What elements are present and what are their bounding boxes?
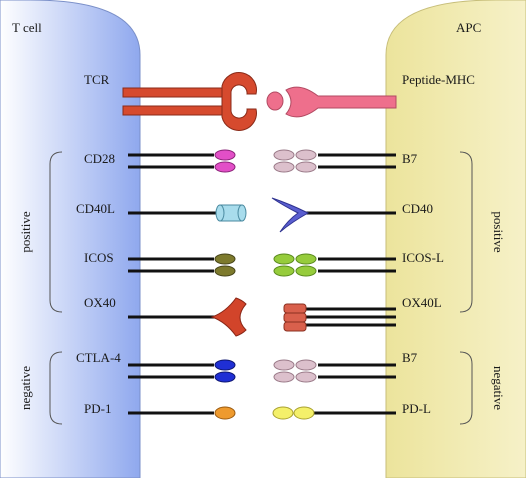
b7-negative-label: B7 <box>402 350 418 365</box>
b7-positive-stalk <box>318 153 396 169</box>
icos-l-stalk <box>318 257 396 273</box>
ox40l-ligand <box>283 303 307 332</box>
right-positive-label: positive <box>491 211 506 252</box>
pd-l-label: PD-L <box>402 401 431 416</box>
ctla4-stalk <box>128 363 214 379</box>
apc-label: APC <box>456 20 481 35</box>
pd1-receptor <box>214 406 236 420</box>
icos-stalk <box>128 257 214 273</box>
b7-positive-ligand <box>273 149 317 173</box>
ox40-label: OX40 <box>84 295 116 310</box>
cd40l-label: CD40L <box>76 201 115 216</box>
cd28-receptor <box>214 149 236 173</box>
left-positive-bracket <box>49 151 63 313</box>
peptide-mhc-ligand <box>266 86 397 118</box>
pd1-label: PD-1 <box>84 401 111 416</box>
cd40-label: CD40 <box>402 201 433 216</box>
ox40-receptor <box>210 297 247 337</box>
left-negative-bracket <box>49 351 63 425</box>
b7-positive-label: B7 <box>402 151 418 166</box>
tcr-label: TCR <box>84 72 110 87</box>
cd40-ligand <box>271 197 310 233</box>
cd28-stalk <box>128 153 214 169</box>
ctla4-label: CTLA-4 <box>76 350 121 365</box>
ctla4-receptor <box>214 359 236 383</box>
tcr-receptor <box>122 72 257 131</box>
ox40l-label: OX40L <box>402 295 442 310</box>
icos-label: ICOS <box>84 250 114 265</box>
icos-receptor <box>214 253 236 277</box>
b7-negative-stalk <box>318 363 396 379</box>
icos-l-ligand <box>273 253 317 277</box>
t-cell-membrane <box>0 0 141 478</box>
apc-membrane <box>385 0 526 478</box>
right-negative-bracket <box>459 351 473 425</box>
pd-l-ligand <box>272 406 315 420</box>
left-negative-label: negative <box>18 366 33 410</box>
right-positive-bracket <box>459 151 473 313</box>
cd40l-receptor <box>215 204 247 222</box>
icos-l-label: ICOS-L <box>402 250 444 265</box>
t-cell-label: T cell <box>12 20 42 35</box>
cd28-label: CD28 <box>84 151 115 166</box>
peptide-mhc-label: Peptide-MHC <box>402 72 475 87</box>
right-negative-label: negative <box>491 366 506 410</box>
ox40l-stalk <box>304 307 396 327</box>
left-positive-label: positive <box>18 211 33 252</box>
b7-negative-ligand <box>273 359 317 383</box>
